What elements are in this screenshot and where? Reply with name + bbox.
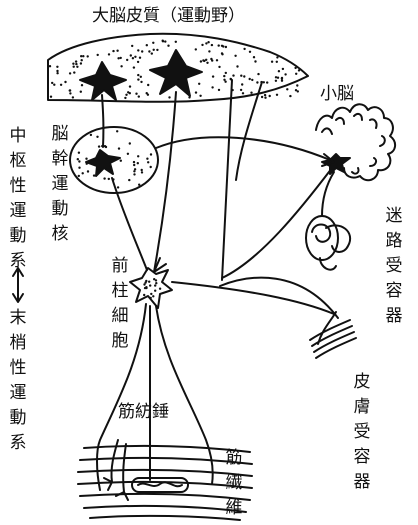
peripheral-motor-system-label: 末梢性運動系 — [8, 306, 28, 456]
brainstem-nucleus-label: 脳幹運動核 — [50, 122, 70, 247]
skin-receptor-shape — [310, 312, 356, 358]
muscle-spindle-shape — [132, 478, 188, 492]
vestibular-receptor-label: 迷路受容器 — [384, 204, 404, 329]
vestibular-receptor-shape — [306, 216, 350, 270]
anterior-horn-cell — [130, 268, 172, 308]
muscle-fiber-label: 筋繊維 — [224, 446, 244, 521]
tract-cerebellum-cortex-1 — [222, 80, 232, 280]
skin-receptor-label: 皮膚受容器 — [352, 370, 372, 495]
cerebellum-label: 小脳 — [320, 86, 354, 103]
brainstem-neuron — [86, 150, 120, 176]
horn-stipple — [143, 278, 161, 299]
tract-spinal-cerebellum — [222, 168, 332, 278]
tract-cortex-to-brainstem — [102, 95, 103, 147]
central-motor-system-label: 中枢性運動系 — [8, 124, 28, 274]
cortex-neuron-right — [150, 50, 202, 96]
tract-corticospinal — [154, 92, 176, 272]
cortex-neuron-left — [80, 62, 126, 100]
cortex-label: 大脳皮質（運動野） — [92, 8, 245, 25]
anterior-horn-cell-label: 前柱細胞 — [110, 254, 130, 354]
tract-skin-to-spinal — [172, 282, 334, 314]
muscle-spindle-label: 筋紡錘 — [118, 404, 169, 421]
